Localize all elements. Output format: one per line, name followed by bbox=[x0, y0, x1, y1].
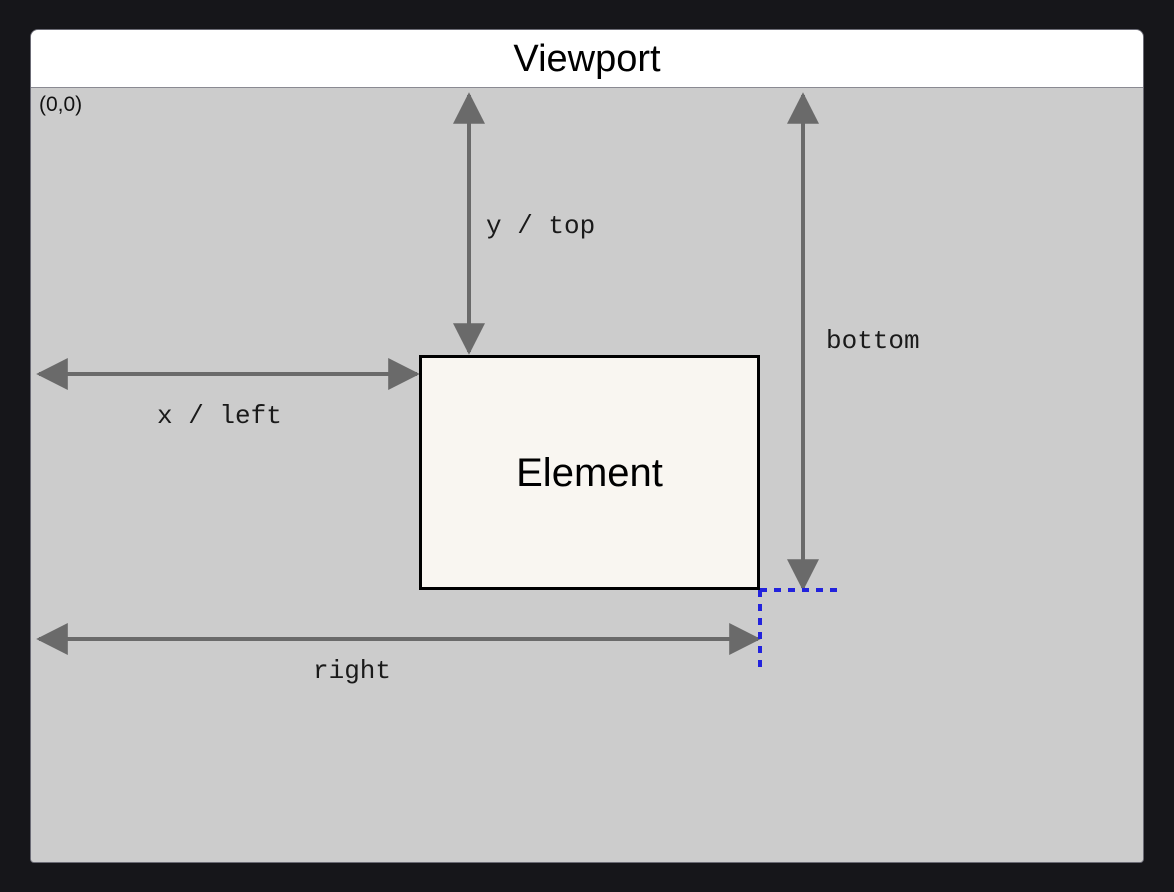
viewport-body: (0,0) bbox=[31, 88, 1143, 862]
origin-coordinate-label: (0,0) bbox=[39, 93, 83, 116]
measure-label-x-left: x / left bbox=[157, 401, 282, 431]
viewport-titlebar: Viewport bbox=[31, 30, 1143, 88]
measure-label-right: right bbox=[313, 656, 392, 686]
measure-label-bottom: bottom bbox=[826, 326, 920, 356]
element-box: Element bbox=[419, 355, 760, 590]
element-label: Element bbox=[516, 450, 663, 495]
viewport-panel: Viewport (0,0) bbox=[31, 30, 1143, 862]
viewport-title: Viewport bbox=[513, 37, 661, 80]
measure-label-y-top: y / top bbox=[486, 211, 596, 241]
